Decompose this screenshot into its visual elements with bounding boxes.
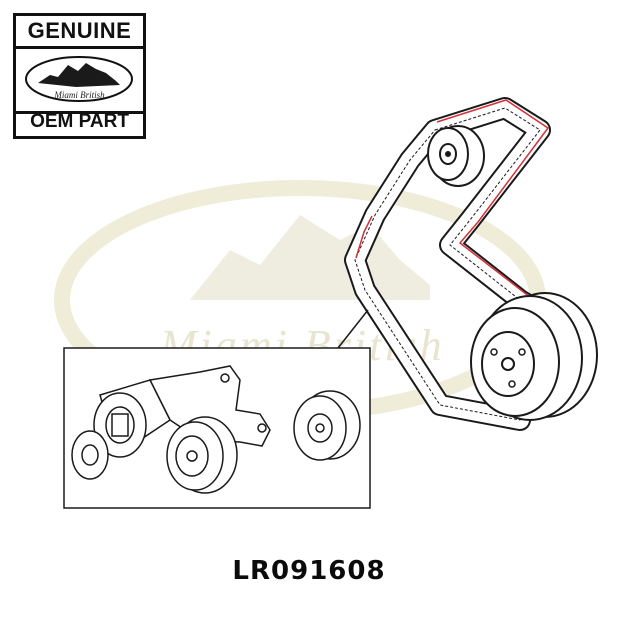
tensioner-assembly xyxy=(71,365,271,494)
brand-oval-icon xyxy=(25,56,133,102)
part-number: LR091608 xyxy=(232,556,386,586)
badge-brand-text: Miami British xyxy=(54,90,105,100)
callout-leader xyxy=(337,309,369,349)
crank-pulley xyxy=(470,292,598,421)
genuine-oem-badge: GENUINE Miami British OEM PART xyxy=(13,13,146,139)
badge-oem-part-text: OEM PART xyxy=(30,111,129,132)
top-idler-pulley xyxy=(427,125,485,187)
badge-logo: Miami British xyxy=(16,46,143,114)
idler-pulley-inset xyxy=(293,390,361,461)
badge-genuine-text: GENUINE xyxy=(27,18,132,43)
